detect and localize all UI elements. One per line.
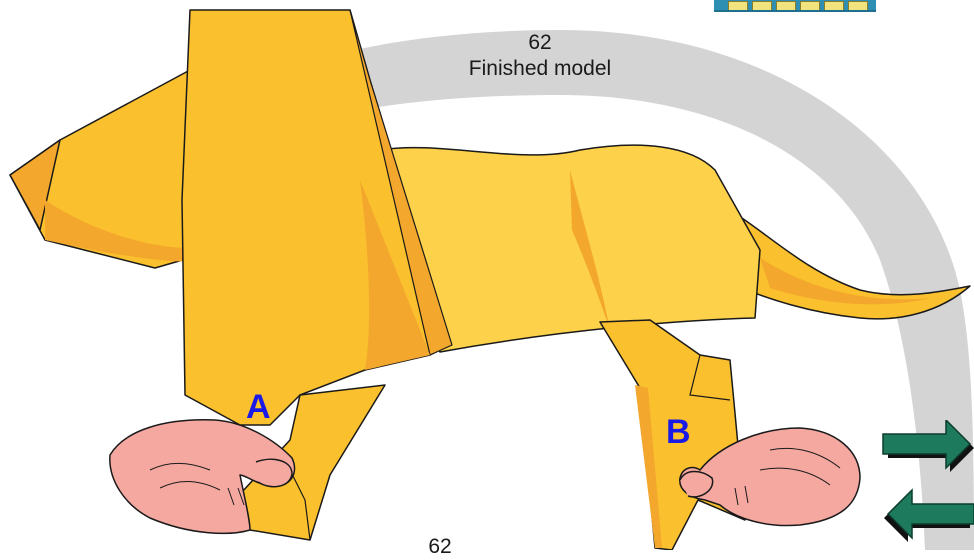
back-leg-shade [635, 385, 662, 548]
label-a: A [246, 388, 271, 426]
body-shade [570, 170, 610, 330]
arrow-right-icon[interactable] [880, 420, 974, 476]
arrow-left-icon[interactable] [880, 488, 974, 544]
tail-shade [760, 258, 930, 305]
back-leg-fold [689, 354, 731, 401]
step-caption: Finished model [468, 57, 612, 80]
lion-body [379, 144, 761, 353]
step-header: 62 Finished model [420, 30, 660, 82]
mane-shade [360, 180, 430, 370]
step-number: 62 [528, 31, 552, 54]
bottom-page-number: 62 [428, 535, 452, 558]
left-hand [109, 419, 296, 535]
lion-snout [9, 139, 61, 231]
label-b: B [666, 413, 691, 451]
head-shade [45, 200, 200, 262]
mane-side [349, 9, 453, 356]
right-hand [679, 427, 861, 527]
logo-badge [714, 0, 876, 12]
